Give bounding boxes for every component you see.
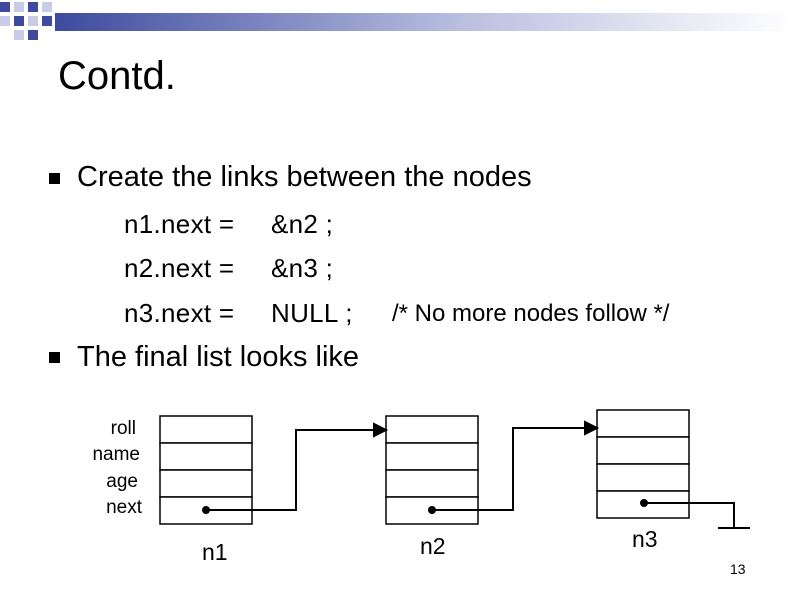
bullet-text: The final list looks like <box>77 341 360 373</box>
code-comment: /* No more nodes follow */ <box>392 300 670 327</box>
code-lhs: n1.next = <box>124 209 235 239</box>
code-lhs: n2.next = <box>124 253 235 283</box>
field-label-age: age <box>106 471 138 492</box>
bullet-text: Create the links between the nodes <box>77 161 532 193</box>
code-rhs: &n3 ; <box>271 253 334 283</box>
code-lhs: n3.next = <box>124 298 235 328</box>
node-label-n2: n2 <box>420 533 446 559</box>
pointer-n1-to-n2 <box>206 422 389 511</box>
code-rhs: NULL ; <box>271 298 353 328</box>
bullet-marker <box>49 173 60 184</box>
field-label-next: next <box>106 497 142 518</box>
field-label-roll: roll <box>110 418 136 439</box>
page-number: 13 <box>730 561 746 577</box>
bullet-marker <box>49 352 60 363</box>
node-label-n1: n1 <box>202 539 228 565</box>
node-box-n3 <box>596 409 690 519</box>
pointer-n2-to-n3 <box>432 420 600 511</box>
null-terminator <box>644 502 750 529</box>
slide-title: Contd. <box>58 54 176 98</box>
node-label-n3: n3 <box>632 526 658 552</box>
field-label-name: name <box>92 444 140 465</box>
header-decoration <box>0 2 794 40</box>
code-rhs: &n2 ; <box>271 209 334 239</box>
